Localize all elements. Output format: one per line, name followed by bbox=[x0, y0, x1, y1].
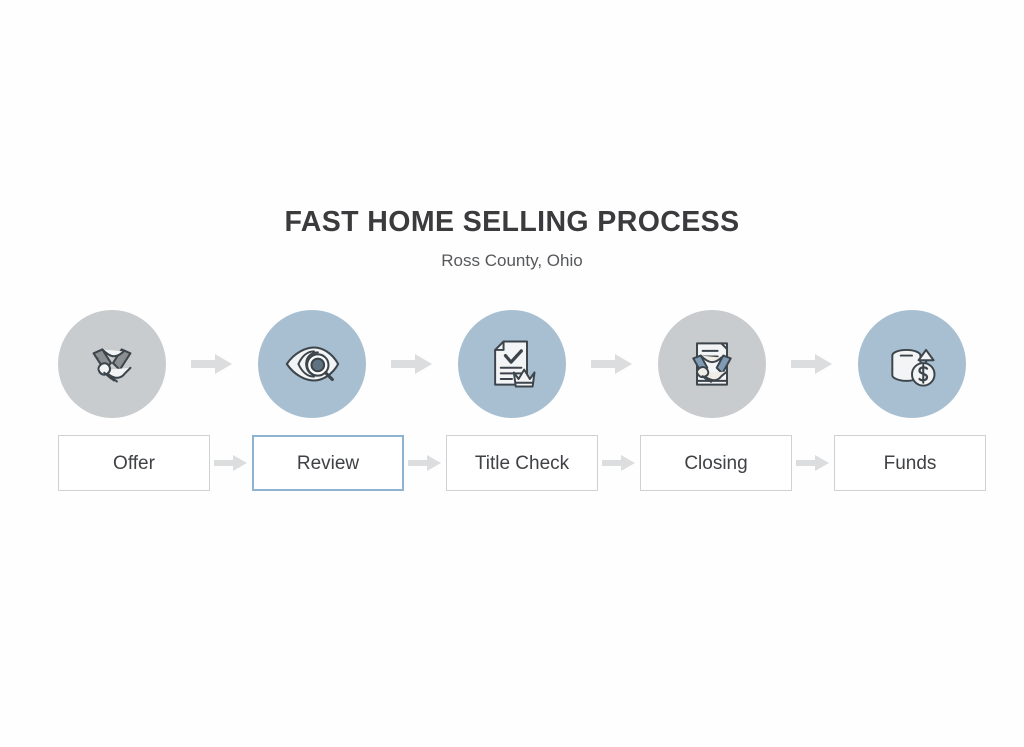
step-icon-offer[interactable] bbox=[58, 310, 166, 418]
step-label-closing: Closing bbox=[684, 452, 748, 474]
page-title: FAST HOME SELLING PROCESS bbox=[284, 206, 740, 238]
step-icon-title-check[interactable] bbox=[458, 310, 566, 418]
eye-magnifier-icon bbox=[281, 333, 343, 395]
step-label-box-title-check[interactable]: Title Check bbox=[446, 435, 598, 491]
arrow-right-icon bbox=[791, 353, 833, 375]
arrow-right-icon bbox=[391, 353, 433, 375]
step-label-box-offer[interactable]: Offer bbox=[58, 435, 210, 491]
step-label-offer: Offer bbox=[113, 452, 155, 474]
step-label-box-closing[interactable]: Closing bbox=[640, 435, 792, 491]
arrow-right-icon bbox=[796, 454, 830, 472]
label-connector-arrow-2 bbox=[404, 454, 446, 472]
label-connector-arrow-3 bbox=[598, 454, 640, 472]
step-icon-funds[interactable] bbox=[858, 310, 966, 418]
arrow-right-icon bbox=[214, 454, 248, 472]
heading-block: FAST HOME SELLING PROCESS Ross County, O… bbox=[0, 205, 1024, 273]
document-check-crown-icon bbox=[482, 334, 542, 394]
arrow-right-icon bbox=[408, 454, 442, 472]
step-label-box-review[interactable]: Review bbox=[252, 435, 404, 491]
step-label-funds: Funds bbox=[883, 452, 937, 474]
step-label-title-check: Title Check bbox=[474, 452, 570, 474]
icon-row bbox=[58, 305, 966, 423]
step-icon-closing[interactable] bbox=[658, 310, 766, 418]
connector-arrow-2 bbox=[391, 353, 433, 375]
label-connector-arrow-4 bbox=[792, 454, 834, 472]
handshake-document-icon bbox=[682, 334, 742, 394]
step-label-review: Review bbox=[296, 452, 360, 474]
arrow-right-icon bbox=[602, 454, 636, 472]
connector-arrow-1 bbox=[191, 353, 233, 375]
step-label-box-funds[interactable]: Funds bbox=[834, 435, 986, 491]
handshake-icon bbox=[81, 333, 143, 395]
arrow-right-icon bbox=[191, 353, 233, 375]
page-subtitle: Ross County, Ohio bbox=[441, 251, 583, 270]
process-flow: Offer Review Title bbox=[58, 305, 986, 492]
connector-arrow-4 bbox=[791, 353, 833, 375]
label-row: Offer Review Title bbox=[58, 434, 986, 492]
arrow-right-icon bbox=[591, 353, 633, 375]
step-icon-review[interactable] bbox=[258, 310, 366, 418]
connector-arrow-3 bbox=[591, 353, 633, 375]
label-connector-arrow-1 bbox=[210, 454, 252, 472]
coins-dollar-arrow-icon bbox=[882, 334, 942, 394]
